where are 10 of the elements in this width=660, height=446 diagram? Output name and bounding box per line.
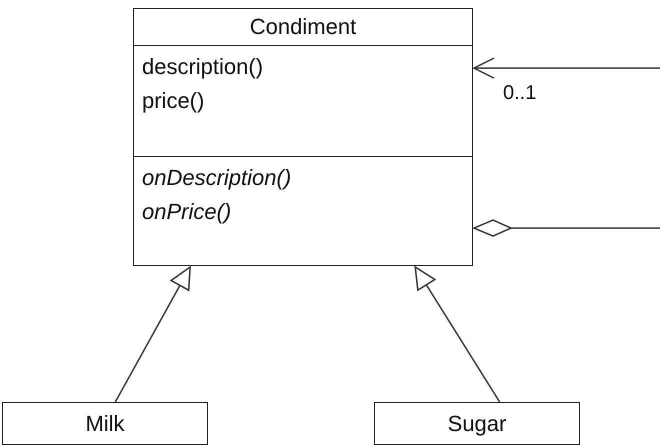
arrow bbox=[114, 266, 191, 402]
class-box: Milk bbox=[2, 402, 208, 445]
arrow bbox=[414, 266, 500, 402]
aggregation-line bbox=[473, 219, 660, 237]
arrow bbox=[473, 57, 660, 79]
class-box: Sugar bbox=[374, 402, 580, 445]
method-list: description() price() bbox=[142, 50, 264, 118]
class-name: Condiment bbox=[250, 13, 356, 41]
abstract-method-list: onDescription() onPrice() bbox=[142, 161, 292, 229]
class-box bbox=[133, 8, 473, 266]
